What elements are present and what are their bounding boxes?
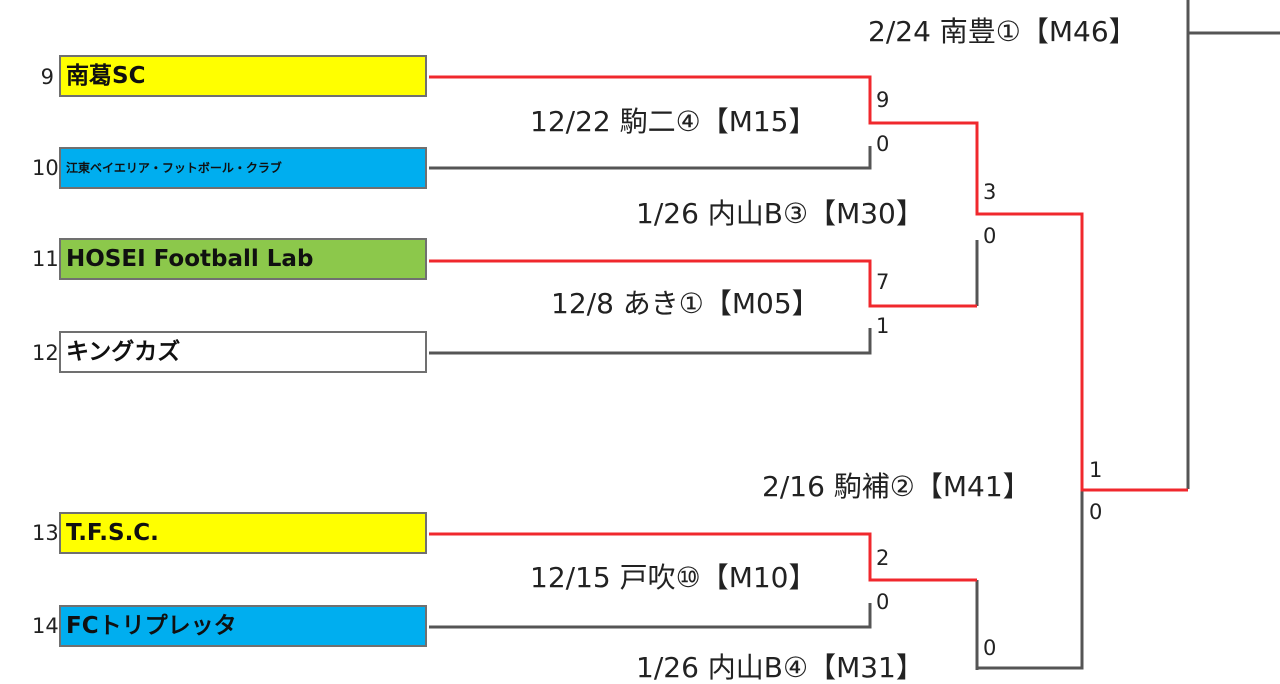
team-box: 江東ベイエリア・フットボール・クラブ — [59, 147, 427, 189]
match-label: 12/8 あき①【M05】 — [551, 287, 820, 320]
team-seed: 9 — [40, 65, 54, 89]
match-score: 3 — [983, 180, 997, 204]
team-seed: 11 — [32, 247, 59, 271]
match-score: 1 — [1089, 458, 1103, 482]
match-score: 1 — [876, 314, 890, 338]
team-seed: 14 — [32, 614, 59, 638]
team-box: キングカズ — [59, 331, 427, 373]
m05-loser-line — [429, 328, 872, 355]
match-label: 2/24 南豊①【M46】 — [868, 15, 1137, 48]
match-score: 0 — [1089, 500, 1103, 524]
match-score: 0 — [876, 132, 890, 156]
team-box: 南葛SC — [59, 55, 427, 97]
match-label: 1/26 内山B③【M30】 — [636, 197, 924, 230]
match-score: 0 — [983, 636, 997, 660]
match-score: 0 — [983, 224, 997, 248]
m10-winner-line — [429, 532, 977, 582]
team-seed: 10 — [32, 156, 59, 180]
bracket-lines — [429, 0, 1280, 670]
team-seed: 12 — [32, 341, 59, 365]
m15-winner-line — [429, 75, 1188, 492]
m41-lower-line — [977, 490, 1084, 670]
match-label: 2/16 駒補②【M41】 — [762, 470, 1031, 503]
match-score: 9 — [876, 88, 890, 112]
match-score: 0 — [876, 590, 890, 614]
team-box: FCトリプレッタ — [59, 605, 427, 647]
match-label: 1/26 内山B④【M31】 — [636, 651, 924, 684]
m05-winner-line — [429, 259, 977, 308]
match-label: 12/15 戸吹⑩【M10】 — [530, 561, 817, 594]
match-score: 2 — [876, 546, 890, 570]
team-box: T.F.S.C. — [59, 512, 427, 554]
m10-loser-line — [429, 603, 872, 629]
team-box: HOSEI Football Lab — [59, 238, 427, 280]
match-score: 7 — [876, 270, 890, 294]
match-label: 12/22 駒二④【M15】 — [530, 105, 817, 138]
m15-loser-line — [429, 146, 872, 170]
team-seed: 13 — [32, 521, 59, 545]
